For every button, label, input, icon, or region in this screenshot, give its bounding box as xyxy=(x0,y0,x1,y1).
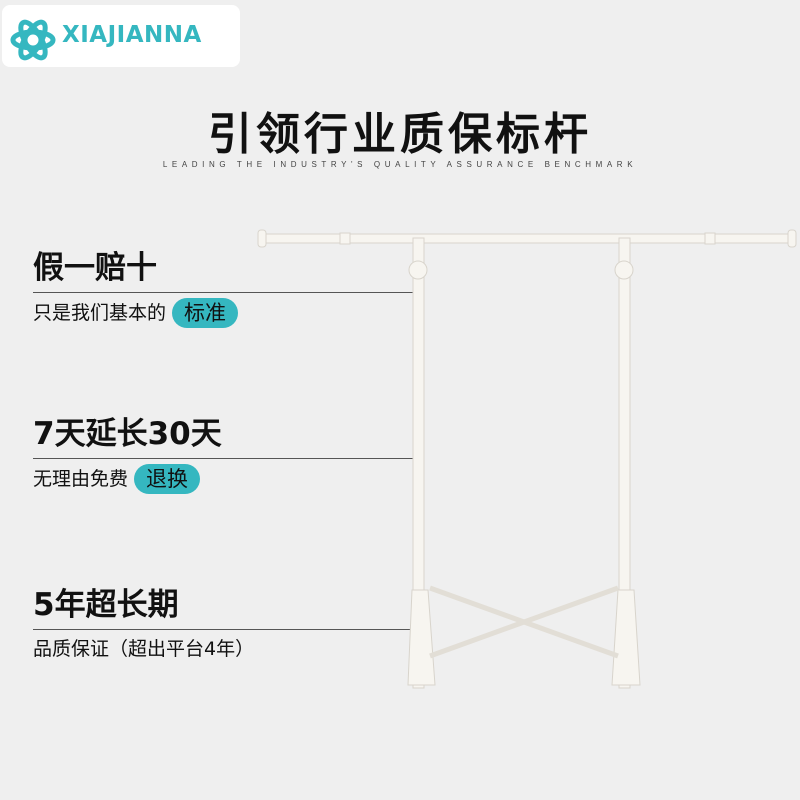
divider xyxy=(33,458,416,459)
divider xyxy=(33,629,416,630)
feature-return-policy: 7天延长30天 无理由免费 退换 xyxy=(33,416,416,494)
highlight-badge: 标准 xyxy=(172,298,239,328)
brand-name: XIAJIANNA xyxy=(62,22,202,48)
feature-text: 无理由免费 xyxy=(33,468,129,490)
highlight-badge: 退换 xyxy=(134,464,201,494)
feature-headline: 假一赔十 xyxy=(33,250,157,286)
feature-warranty: 5年超长期 品质保证（超出平台4年） xyxy=(33,587,416,663)
feature-headline: 7天延长30天 xyxy=(33,416,222,452)
feature-headline: 5年超长期 xyxy=(33,587,179,623)
divider xyxy=(33,292,416,293)
clothes-rack-illustration xyxy=(257,229,797,689)
feature-fake-compensation: 假一赔十 只是我们基本的 标准 xyxy=(33,250,416,328)
brand-logo: XIAJIANNA xyxy=(2,5,240,67)
page-subtitle: LEADING THE INDUSTRY'S QUALITY ASSURANCE… xyxy=(162,160,638,169)
atom-logo-icon xyxy=(10,19,56,61)
feature-text: 品质保证（超出平台4年） xyxy=(33,638,255,660)
page-title: 引领行业质保标杆 xyxy=(208,109,592,160)
feature-text: 只是我们基本的 xyxy=(33,302,167,324)
